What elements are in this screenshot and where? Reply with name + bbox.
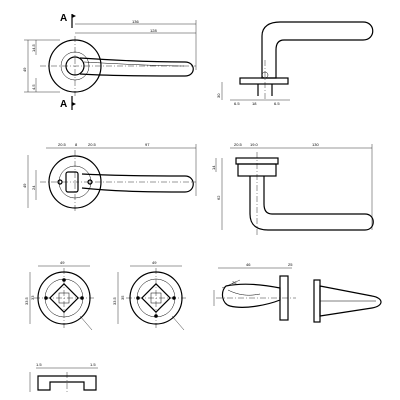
dim-left: 14 — [211, 165, 216, 170]
dim-top-1: 20.5 — [58, 142, 67, 147]
dim-left: 24 — [31, 185, 36, 190]
dim-left: 1.5 — [36, 362, 42, 367]
escutcheon-b-view: 49 33.5 35 — [112, 260, 186, 331]
dim-lever-length: 97 — [145, 142, 150, 147]
knob-contour — [227, 289, 261, 296]
rose-plate — [239, 77, 289, 85]
dim-left-2: 4.5 — [31, 84, 36, 90]
dim-rose-dia: 49 — [22, 183, 27, 188]
dim-right: 25 — [288, 262, 293, 267]
dim-lever-length: 128 — [150, 28, 157, 33]
bracket-outline — [37, 375, 97, 391]
lever-outline — [81, 173, 194, 193]
top-side-view: 30 6.5 18 6.5 — [216, 21, 374, 106]
dim-depth: 30 — [216, 93, 221, 98]
knob-section-view: 46 25 26 — [213, 262, 296, 321]
dim-side: 35 — [120, 295, 125, 300]
dim-overall-length: 136 — [132, 19, 139, 24]
dim-bottom-1: 6.5 — [234, 101, 240, 106]
dim-height: 62 — [216, 195, 221, 200]
mid-front-view: 20.5 8 20.5 97 49 24 — [22, 142, 197, 212]
spindle-square — [49, 283, 79, 313]
dim-left: 33.5 — [24, 296, 29, 305]
dim-right: 1.5 — [90, 362, 96, 367]
dim-top-3: 20.5 — [88, 142, 97, 147]
mid-side-view: 20.5 19.0 130 62 14 — [211, 142, 374, 236]
section-arrow-top — [72, 14, 76, 18]
top-front-view: A A 136 128 49 14.5 4.5 — [22, 13, 197, 110]
knob-outline — [221, 283, 281, 308]
bottom-detail-view: 1.5 1.5 — [29, 362, 98, 394]
cone-side-view — [313, 279, 382, 323]
spindle-square — [141, 283, 171, 313]
lever-side-outline — [261, 21, 374, 79]
leader-line — [171, 315, 185, 331]
cone-body — [319, 285, 382, 317]
dim-side: 33 — [30, 295, 35, 300]
section-mark-top: A — [60, 13, 67, 24]
dim-left-1: 14.5 — [31, 43, 36, 52]
dim-top-1: 20.5 — [234, 142, 243, 147]
lever-outline — [79, 57, 194, 77]
dim-top-2: 8 — [75, 142, 78, 147]
dim-top-2: 19.0 — [250, 142, 259, 147]
dim-bottom-3: 6.5 — [274, 101, 280, 106]
dim-top: 49 — [152, 260, 157, 265]
dim-bottom-2: 18 — [252, 101, 257, 106]
leader-line — [79, 315, 93, 331]
dim-left: 33.5 — [112, 296, 117, 305]
lever-side-outline — [249, 176, 374, 231]
dim-lever-length: 130 — [312, 142, 319, 147]
dim-top: 46 — [246, 262, 251, 267]
escutcheon-a-view: 49 33.5 33 — [24, 260, 94, 331]
dim-top: 49 — [60, 260, 65, 265]
dim-rose-dia: 49 — [22, 67, 27, 72]
cone-plate — [313, 279, 321, 323]
section-arrow-bottom — [72, 102, 76, 106]
section-mark-bottom: A — [60, 99, 67, 110]
lever-edge — [83, 61, 185, 67]
